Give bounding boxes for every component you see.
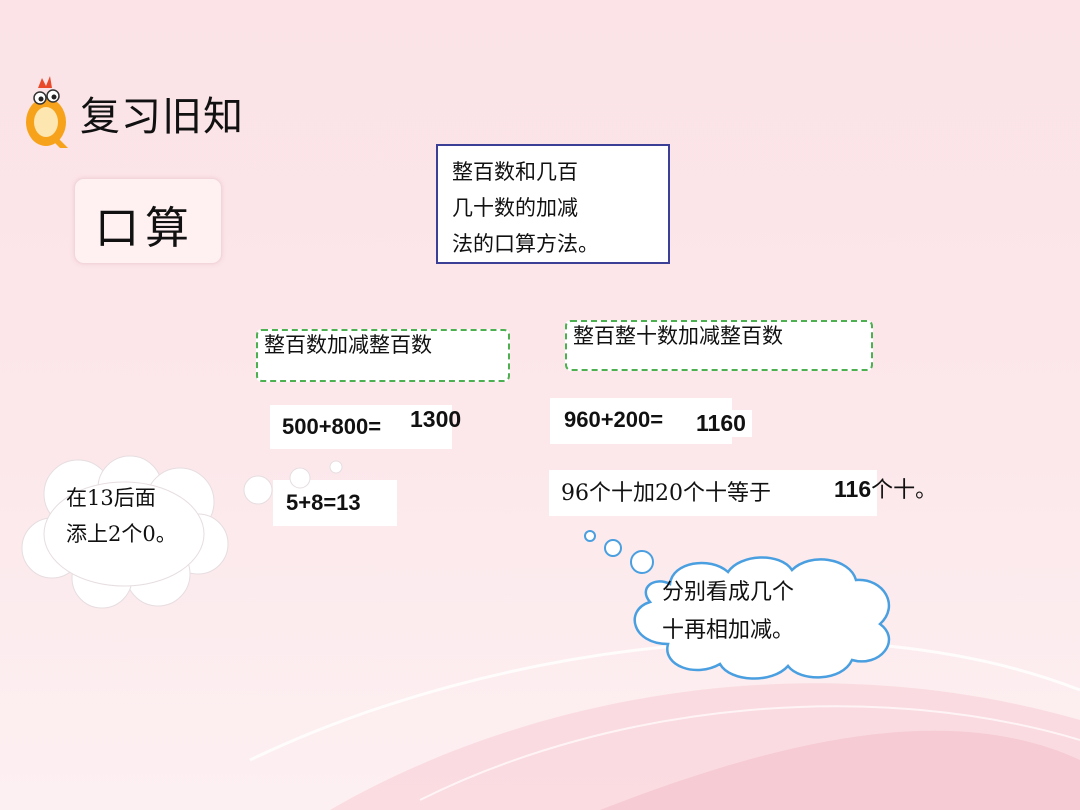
summary-line: 整百数和几百 xyxy=(452,160,578,184)
summary-line: 法的口算方法。 xyxy=(452,232,599,256)
summary-line: 几十数的加减 xyxy=(452,196,578,220)
right-bubble-text: 分别看成几个 十再相加减。 xyxy=(662,574,794,650)
left-bubble-text: 在13后面 添上2个0。 xyxy=(66,480,177,552)
category-right: 整百整十数加减整百数 xyxy=(565,320,873,371)
equation-2-answer: 1160 xyxy=(690,410,752,437)
right-thought-cloud xyxy=(584,530,891,680)
right-bubble-line-1: 分别看成几个 xyxy=(662,580,795,605)
section-label-box xyxy=(74,178,222,264)
summary-box: 整百数和几百 几十数的加减 法的口算方法。 xyxy=(436,144,670,264)
left-bubble-line-1: 在13后面 xyxy=(66,486,156,510)
right-bubble-line-2: 十再相加减。 xyxy=(662,618,795,643)
category-left: 整百数加减整百数 xyxy=(256,329,510,382)
q-mascot-icon xyxy=(26,76,68,148)
left-bubble-line-2: 添上2个0。 xyxy=(66,522,177,546)
page-title: 复习旧知 xyxy=(80,94,244,140)
equation-4: 96个十加20个十等于 xyxy=(549,470,877,516)
equation-4-suffix: 个十。 xyxy=(871,478,938,503)
equation-4-prefix: 96个十加20个十等于 xyxy=(561,481,771,506)
equation-4-number: 116 xyxy=(834,476,872,502)
equation-1: 500+800= xyxy=(270,405,452,449)
section-label: 口算 xyxy=(95,203,195,254)
equation-4-answer: 116个十。 xyxy=(834,472,937,504)
equation-1-answer: 1300 xyxy=(410,406,462,432)
left-thought-cloud xyxy=(21,455,343,609)
equation-3: 5+8=13 xyxy=(273,480,397,526)
